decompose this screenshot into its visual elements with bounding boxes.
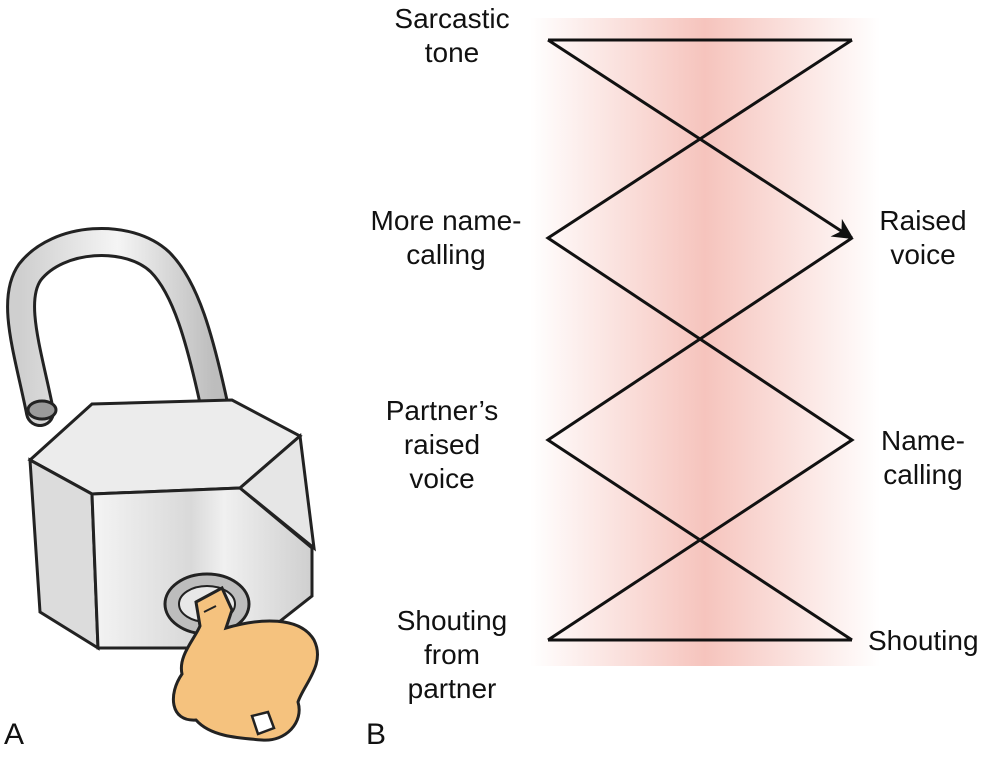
escalation-zigzag xyxy=(545,38,855,642)
label-raised-voice: Raised voice xyxy=(879,205,967,270)
panel-label-a: A xyxy=(4,718,25,751)
label-shouting: Shouting xyxy=(868,625,979,656)
self-path xyxy=(545,236,853,642)
label-name-calling: Name- calling xyxy=(880,425,965,490)
open-padlock-icon xyxy=(6,227,316,651)
panel-label-b: B xyxy=(366,718,387,751)
label-more-name-calling: More name- calling xyxy=(370,205,522,270)
label-partners-raised-voice: Partner’s raised voice xyxy=(385,395,499,494)
escalation-arrow xyxy=(547,38,854,240)
key-icon xyxy=(172,585,320,742)
label-sarcastic-tone: Sarcastic tone xyxy=(394,3,510,68)
label-shouting-from-partner: Shouting from partner xyxy=(396,605,508,704)
